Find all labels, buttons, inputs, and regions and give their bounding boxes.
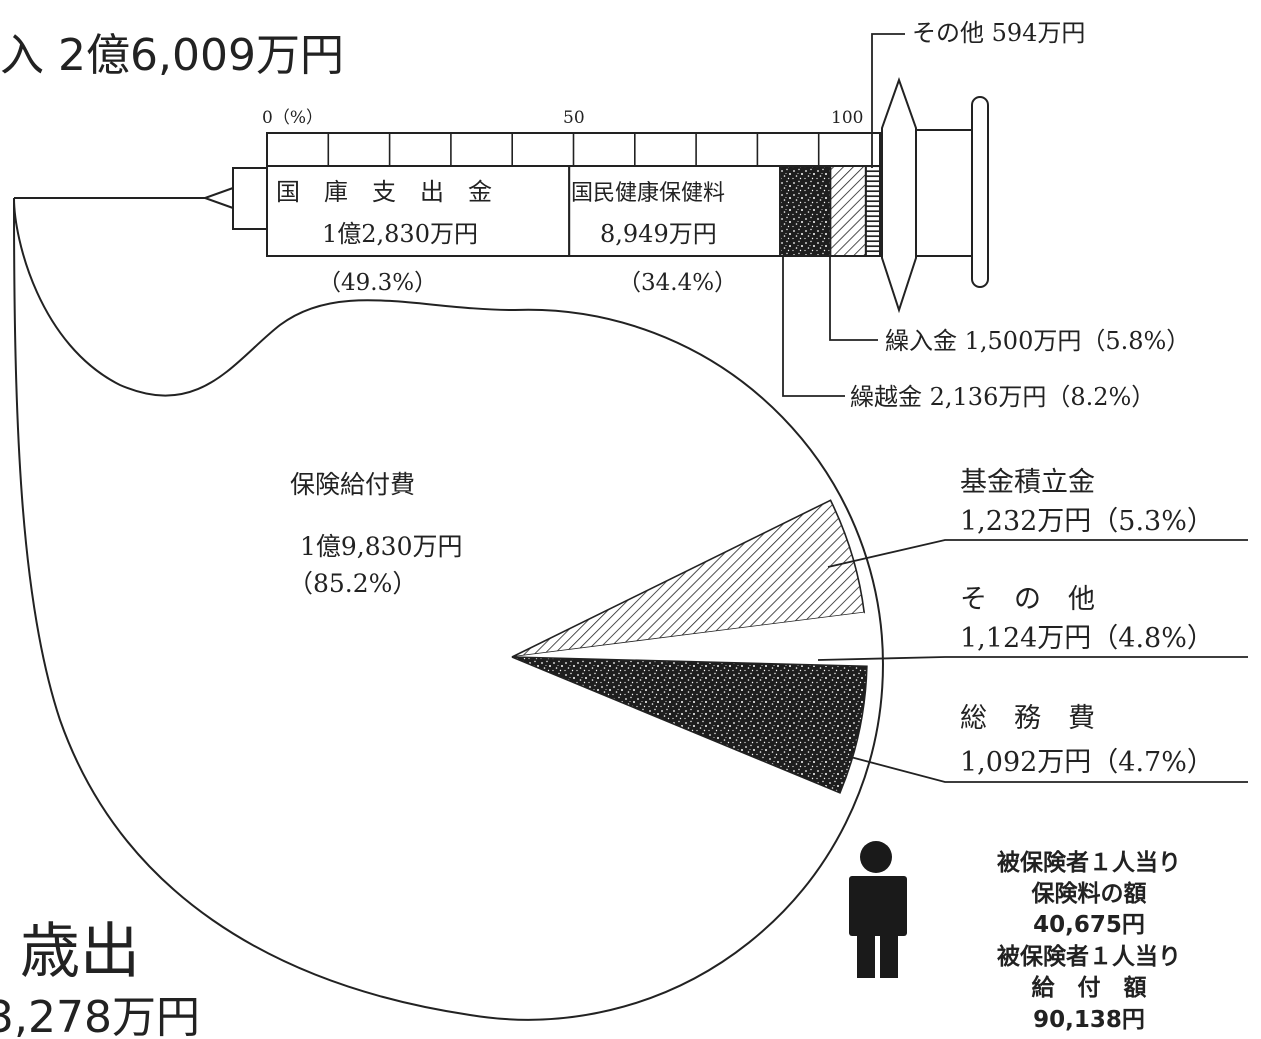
tick-label-50: 50	[563, 108, 585, 128]
bar-segment-3	[779, 165, 832, 257]
pie-slice-4	[511, 656, 868, 794]
segment-amount-hokenryo: 8,949万円	[600, 220, 717, 248]
bar-segment-1	[266, 165, 571, 257]
syringe-needle	[14, 167, 268, 230]
tick-label-0: 0（%）	[262, 108, 323, 128]
slice-name-somu: 総 務 費	[960, 703, 1095, 734]
slice-value-kikin: 1,232万円（5.3%）	[960, 506, 1214, 537]
info-line-1: 被保険者１人当り	[997, 849, 1181, 876]
info-line-3: 40,675円	[1033, 912, 1145, 938]
label-kuriire: 繰入金 1,500万円（5.8%）	[885, 327, 1190, 355]
pie-leaders	[817, 539, 1248, 783]
bar-segment-4	[829, 165, 867, 257]
pie-slice-2	[511, 499, 866, 658]
slice-amount-hoken: 1億9,830万円	[300, 532, 462, 561]
slice-name-kikin: 基金積立金	[960, 467, 1095, 498]
info-line-2: 保険料の額	[1031, 880, 1147, 907]
slice-name-hoken: 保険給付費	[290, 470, 415, 499]
bar-segment-5	[864, 165, 882, 257]
syringe-plunger	[881, 77, 989, 314]
segment-percent-kokko: （49.3%）	[318, 270, 437, 296]
info-line-5: 給 付 額	[1032, 974, 1147, 1001]
bar-segment-2	[568, 165, 782, 257]
segment-percent-hokenryo: （34.4%）	[618, 270, 737, 296]
info-line-4: 被保険者１人当り	[997, 943, 1181, 970]
revenue-title: 入 2億6,009万円	[0, 30, 344, 81]
person-icon	[849, 841, 907, 978]
expenditure-pie	[13, 197, 884, 1021]
info-box: 被保険者１人当り 保険料の額 40,675円 被保険者１人当り 給 付 額 90…	[997, 849, 1181, 1033]
slice-name-sonota: そ の 他	[960, 584, 1095, 615]
percent-ruler	[266, 132, 881, 167]
expenditure-total: 3,278万円	[0, 992, 200, 1039]
revenue-bar	[266, 165, 882, 257]
slice-value-somu: 1,092万円（4.7%）	[960, 747, 1214, 778]
pie-outline	[13, 197, 884, 1021]
slice-value-sonota: 1,124万円（4.8%）	[960, 623, 1214, 654]
segment-amount-kokko: 1億2,830万円	[322, 220, 478, 248]
pie-slice-3	[512, 612, 867, 667]
expenditure-title: 歳出	[20, 917, 140, 987]
slice-percent-hoken: （85.2%）	[288, 569, 417, 598]
tick-label-100: 100	[831, 108, 863, 128]
label-sonota-revenue: その他 594万円	[912, 19, 1085, 47]
revenue-leaders	[782, 33, 905, 397]
info-line-6: 90,138円	[1033, 1007, 1145, 1033]
segment-label-hokenryo: 国民健康保健料	[571, 181, 725, 206]
label-kurikoshi: 繰越金 2,136万円（8.2%）	[850, 383, 1155, 411]
segment-label-kokko: 国 庫 支 出 金	[276, 178, 492, 206]
